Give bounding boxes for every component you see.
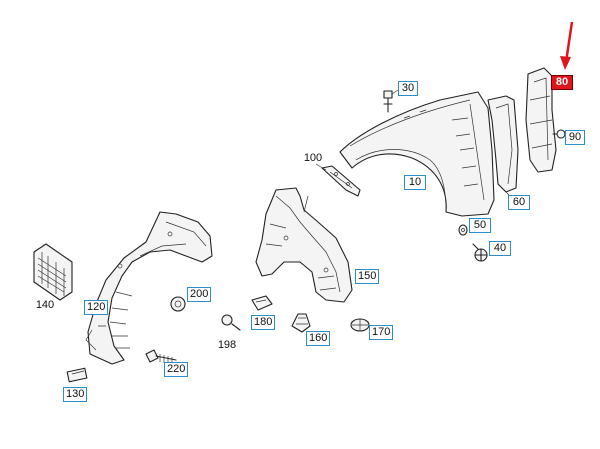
callout-170[interactable]: 170 (369, 325, 393, 340)
bracket-100-part[interactable] (321, 165, 361, 197)
bolt-220-part[interactable] (145, 349, 177, 365)
screw-40-part[interactable] (472, 243, 488, 262)
red-arrow-icon (560, 21, 574, 70)
callout-40[interactable]: 40 (489, 241, 511, 256)
callout-100[interactable]: 100 (303, 152, 323, 164)
leader-30 (391, 89, 399, 95)
seal-60-part[interactable] (487, 95, 519, 193)
rivet-198-part[interactable] (221, 314, 241, 331)
callout-200[interactable]: 200 (187, 287, 211, 302)
callout-80[interactable]: 80 (551, 75, 573, 90)
grille-140-part[interactable] (33, 243, 73, 301)
callout-60[interactable]: 60 (508, 195, 530, 210)
wheel-liner-120-part[interactable] (85, 211, 213, 365)
callout-10[interactable]: 10 (404, 175, 426, 190)
wheel-liner-150-part[interactable] (255, 187, 353, 303)
callout-198[interactable]: 198 (217, 339, 237, 351)
callout-30[interactable]: 30 (398, 81, 418, 96)
clip-180-part[interactable] (251, 295, 273, 311)
callout-160[interactable]: 160 (306, 331, 330, 346)
washer-50-part[interactable] (458, 224, 468, 236)
clip-130-part[interactable] (66, 367, 88, 383)
clip-200-part[interactable] (170, 296, 186, 312)
callout-220[interactable]: 220 (164, 362, 188, 377)
callout-180[interactable]: 180 (251, 315, 275, 330)
panel-80-part[interactable] (525, 67, 557, 173)
clip-160-part[interactable] (291, 313, 311, 333)
clip-170-part[interactable] (350, 318, 370, 332)
bolt-30-part[interactable] (383, 90, 393, 113)
callout-90[interactable]: 90 (565, 130, 585, 145)
leader-100 (315, 163, 327, 171)
callout-130[interactable]: 130 (63, 387, 87, 402)
callout-150[interactable]: 150 (355, 269, 379, 284)
callout-120[interactable]: 120 (84, 300, 108, 315)
callout-140[interactable]: 140 (35, 299, 55, 311)
fender-part[interactable] (339, 91, 495, 217)
callout-50[interactable]: 50 (469, 218, 491, 233)
